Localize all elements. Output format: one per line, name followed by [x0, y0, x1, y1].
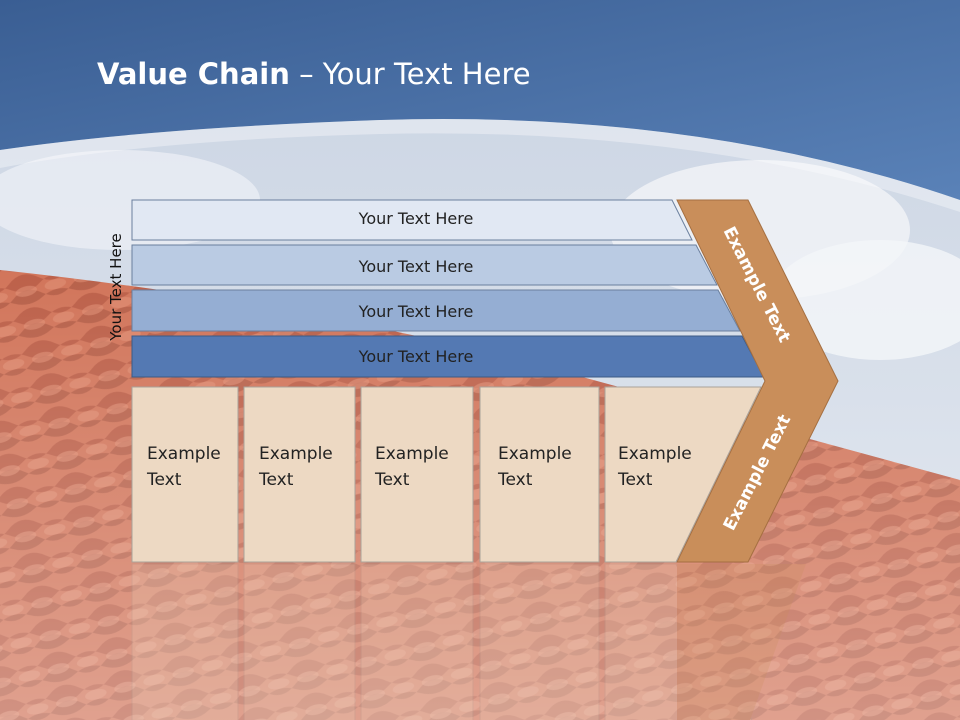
- box-2-line1: Example: [259, 444, 333, 464]
- box-5-line2: Text: [617, 470, 653, 490]
- title-bold: Value Chain: [97, 57, 290, 91]
- bar-3: [131, 289, 741, 332]
- box-4-reflection: [479, 563, 600, 720]
- cloud: [770, 240, 960, 360]
- box-4-line1: Example: [498, 444, 572, 464]
- box-4-line2: Text: [497, 470, 533, 490]
- chevron-arrow: [676, 199, 839, 563]
- page-title: Value Chain – Your Text Here: [97, 57, 531, 91]
- bar-3-label: Your Text Here: [358, 302, 474, 321]
- box-1-line1: Example: [147, 444, 221, 464]
- box-2-line2: Text: [258, 470, 294, 490]
- box-3-reflection: [360, 563, 474, 720]
- side-label: Your Text Here: [107, 233, 125, 341]
- header-band: [0, 0, 960, 200]
- box-1-reflection: [131, 563, 239, 720]
- box-3-line1: Example: [375, 444, 449, 464]
- box-1-line2: Text: [146, 470, 182, 490]
- box-1: [131, 386, 239, 563]
- box-3: [360, 386, 474, 563]
- bar-2: [131, 244, 718, 286]
- box-2: [243, 386, 356, 563]
- bar-1-label: Your Text Here: [358, 209, 474, 228]
- box-5: [604, 386, 762, 563]
- chevron-reflection: [677, 564, 806, 720]
- header-swoosh: [0, 119, 960, 212]
- title-rest: – Your Text Here: [290, 57, 531, 91]
- box-2-reflection: [243, 563, 356, 720]
- bar-2-label: Your Text Here: [358, 257, 474, 276]
- box-3-line2: Text: [374, 470, 410, 490]
- box-4: [479, 386, 600, 563]
- bar-1: [131, 199, 693, 241]
- box-5-reflection: [604, 563, 753, 720]
- reflection: [131, 563, 806, 720]
- boxes-group: Example Text Example Text Example Text E…: [131, 386, 762, 563]
- box-5-line1: Example: [618, 444, 692, 464]
- bars-group: Your Text Here Your Text Here Your Text …: [131, 199, 765, 378]
- bar-4-label: Your Text Here: [358, 347, 474, 366]
